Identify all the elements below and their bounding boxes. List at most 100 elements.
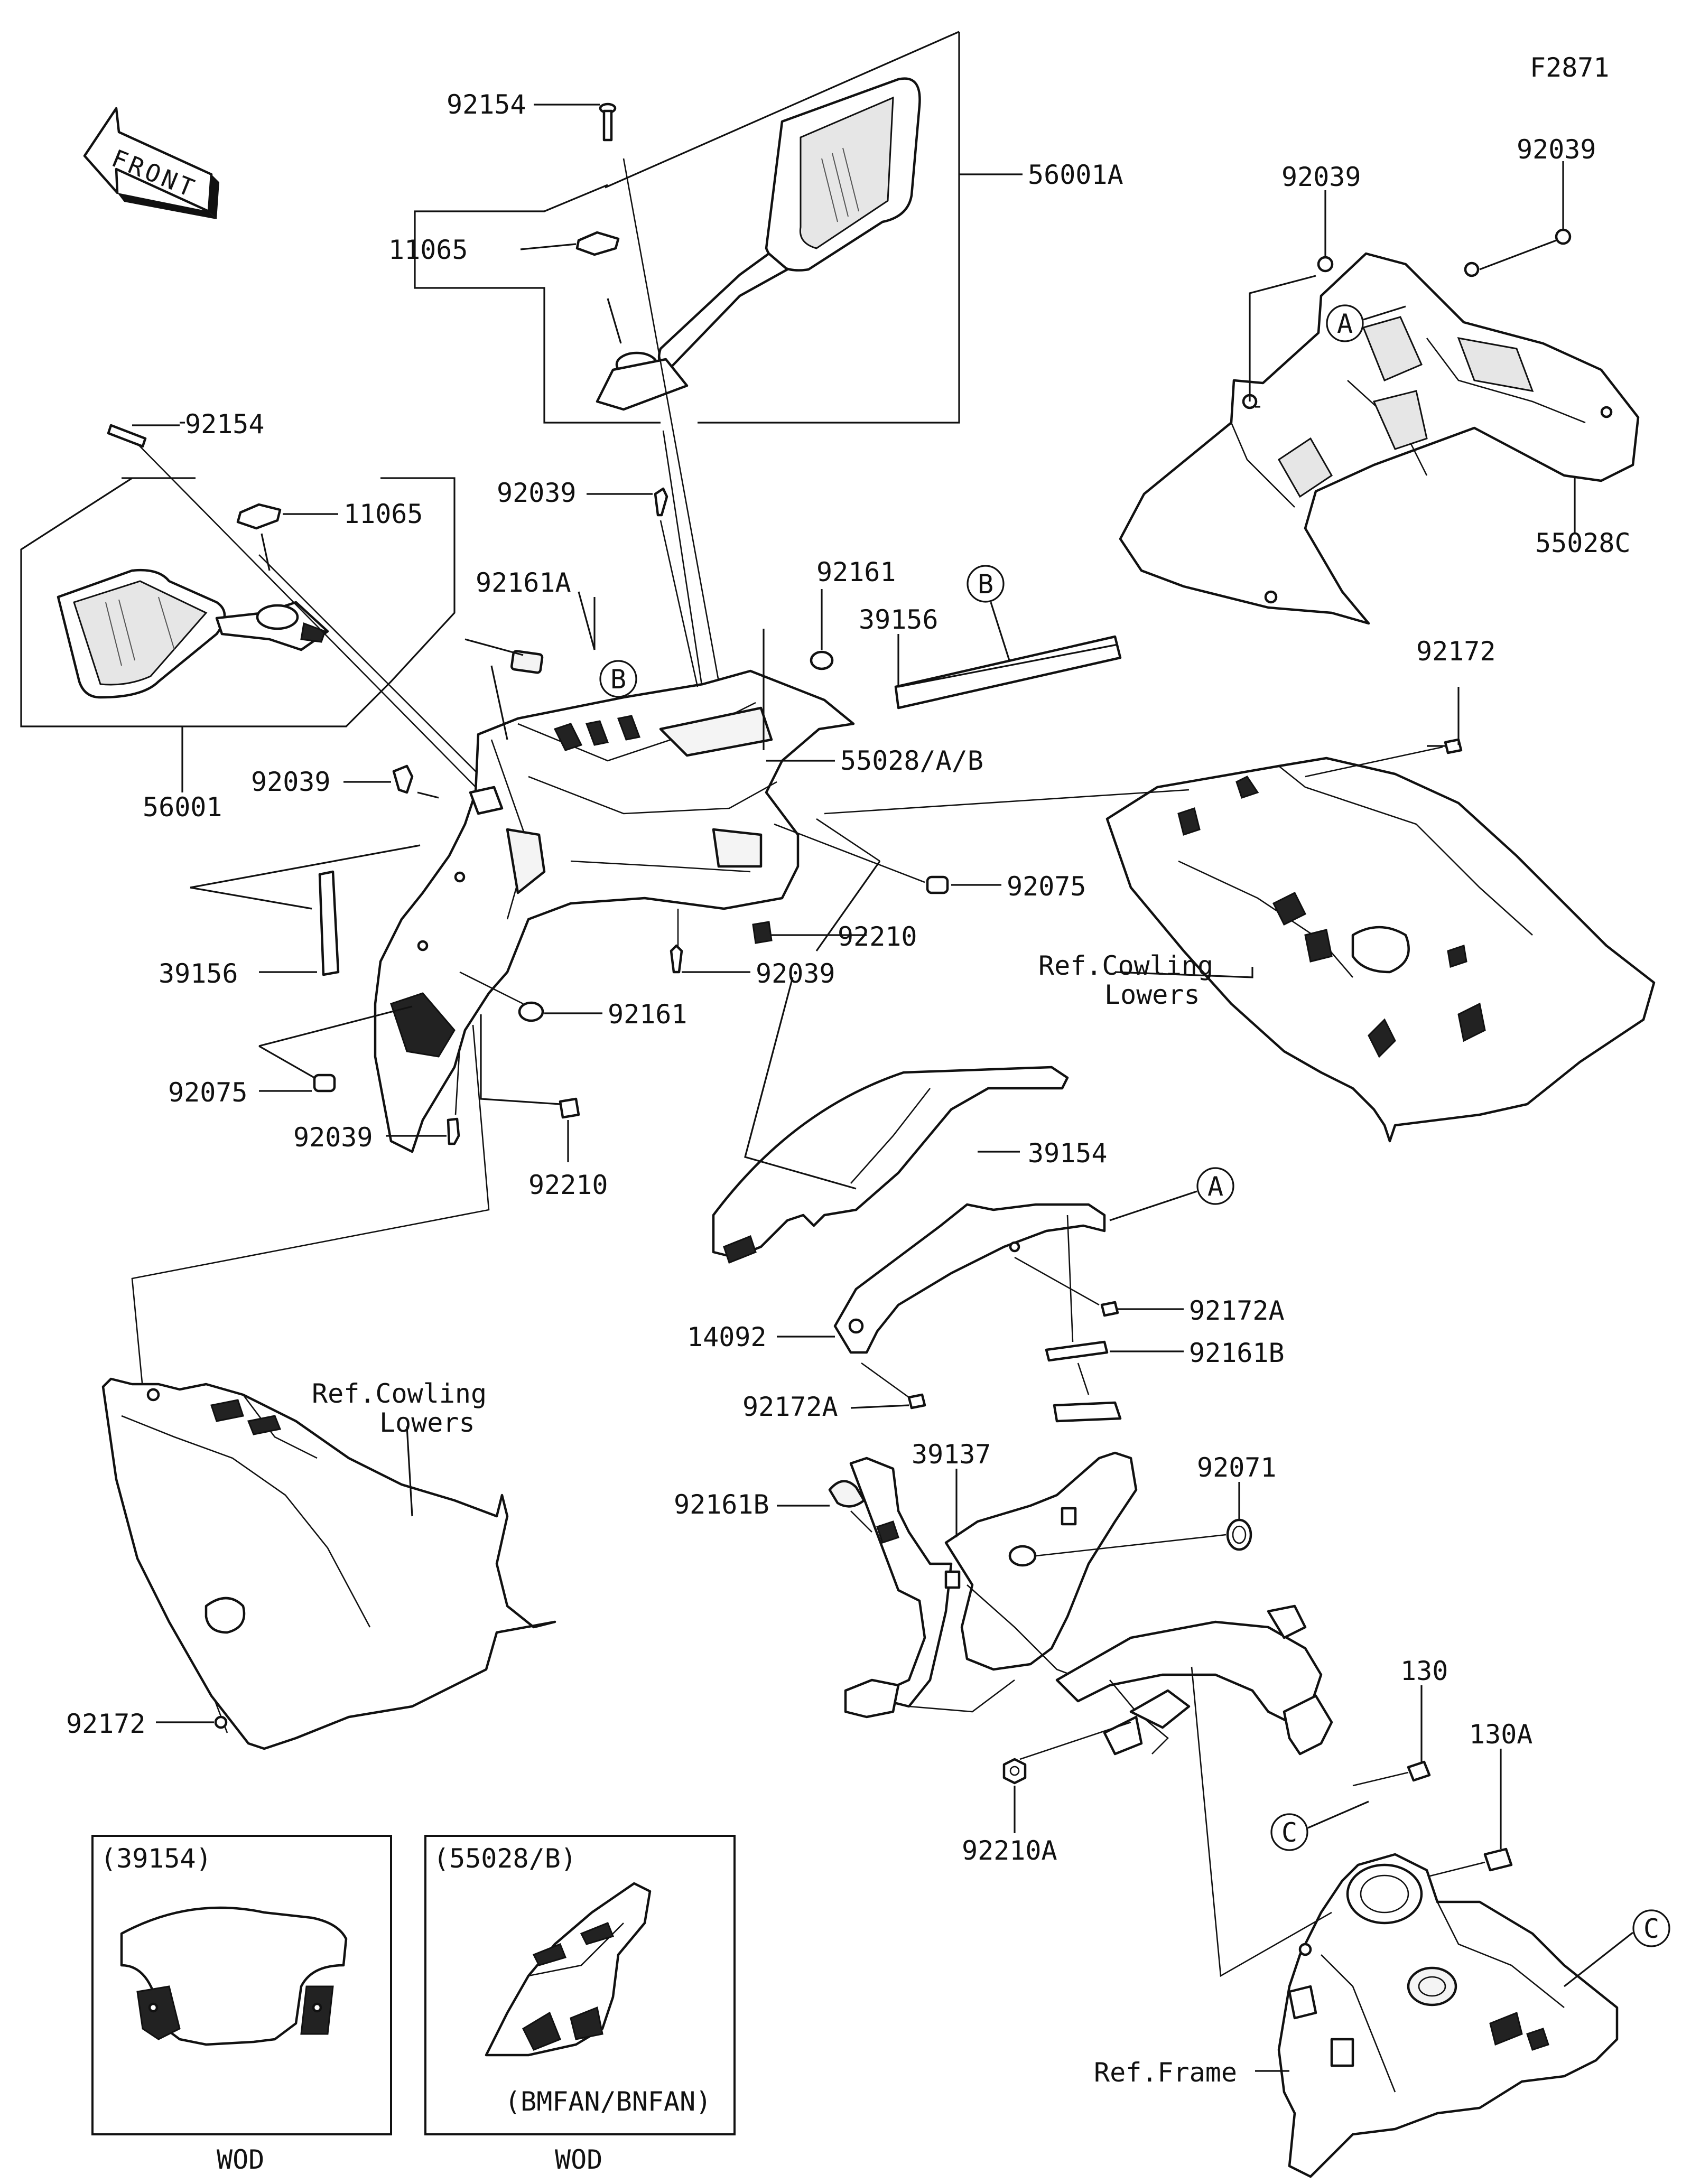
spacer-92075-left	[258, 1005, 413, 1093]
screw-92039-d	[343, 764, 439, 799]
grommet-92161-mid	[459, 971, 602, 1022]
label-39156-top: 39156	[859, 604, 939, 635]
label-55028C: 55028C	[1535, 528, 1631, 558]
screw-92172-top	[1305, 687, 1463, 778]
nut-92210-left	[480, 1014, 580, 1162]
inset-55028B-header: (55028/B)	[433, 1843, 577, 1874]
screw-92039-b	[1479, 161, 1572, 270]
marker-C-left: C	[1270, 1800, 1369, 1851]
inset-39154-footer: WOD	[217, 2144, 264, 2175]
label-92172A-a: 92172A	[1189, 1295, 1285, 1326]
marker-B-top: B	[967, 565, 1010, 661]
grommet-92161B-b	[777, 1480, 872, 1533]
label-92161B-a: 92161B	[1189, 1338, 1285, 1368]
marker-A-top: A	[1326, 304, 1406, 342]
bolt-130A	[1421, 1749, 1513, 1879]
mirror-56001A	[414, 31, 960, 424]
bolt-92172A-b	[850, 1362, 926, 1410]
grommet-92071	[1035, 1482, 1252, 1557]
windscreen-39154	[712, 1066, 1069, 1264]
inset-39154-header: (39154)	[100, 1843, 212, 1874]
grommet-92161-top	[810, 589, 834, 670]
inset-55028B-note: (BMFAN/BNFAN)	[505, 2086, 711, 2117]
strip-39156-left	[190, 844, 421, 976]
inset-55028B-footer: WOD	[555, 2144, 602, 2175]
label-39137: 39137	[912, 1439, 991, 1470]
label-92172A-b: 92172A	[742, 1392, 838, 1422]
svg-text:B: B	[610, 664, 626, 695]
part-55028C	[1119, 252, 1640, 625]
marker-A-mid: A	[1109, 1167, 1234, 1221]
bolt-92154-left	[107, 424, 180, 448]
label-92210A: 92210A	[962, 1835, 1057, 1866]
label-ref-cowling-left-1: Ref.Cowling	[312, 1378, 487, 1409]
bolt-92172A-a	[1014, 1256, 1184, 1317]
label-92039-a: 92039	[1281, 162, 1361, 192]
label-92172-bottom: 92172	[66, 1709, 146, 1739]
washer-11065-left	[236, 503, 338, 530]
screw-92039-a	[1317, 190, 1334, 273]
label-92210-mid: 92210	[838, 921, 917, 952]
stay-39137	[844, 1401, 1333, 1756]
svg-text:C: C	[1643, 1914, 1659, 1944]
label-130: 130	[1400, 1656, 1448, 1686]
washer-11065-top	[520, 231, 620, 256]
label-92154-left: 92154	[185, 409, 265, 440]
label-92039-e: 92039	[756, 958, 835, 989]
label-92161-mid: 92161	[608, 999, 687, 1030]
inset-55028B: (55028/B) (BMFAN/BNFAN) WOD	[424, 1835, 736, 2175]
strip-39156-top	[894, 634, 1122, 710]
svg-text:A: A	[1337, 309, 1353, 339]
label-92161-top: 92161	[816, 557, 896, 587]
label-130A: 130A	[1469, 1719, 1532, 1750]
label-ref-cowling-left-2: Lowers	[379, 1407, 475, 1438]
label-11065-left: 11065	[343, 499, 423, 529]
label-92161A: 92161A	[476, 567, 571, 598]
bolt-92154-top	[534, 102, 617, 142]
label-92039-d: 92039	[251, 767, 331, 797]
marker-C-right: C	[1564, 1909, 1670, 1987]
label-92075-left: 92075	[168, 1077, 248, 1108]
grommet-92161B-a	[1045, 1215, 1184, 1395]
label-ref-frame: Ref.Frame	[1094, 2057, 1237, 2088]
screw-92039-e	[670, 909, 750, 974]
label-92039-b: 92039	[1517, 134, 1596, 165]
svg-text:C: C	[1281, 1817, 1297, 1848]
label-92172-top: 92172	[1416, 636, 1496, 667]
nut-92210A	[1002, 1721, 1131, 1833]
label-92075-right: 92075	[1007, 871, 1086, 902]
label-55028AB: 55028/A/B	[840, 745, 983, 776]
label-ref-cowling-right-1: Ref.Cowling	[1038, 950, 1213, 981]
label-11065-top: 11065	[388, 235, 468, 265]
screw-92039-f	[386, 1046, 461, 1145]
label-14092: 14092	[687, 1322, 767, 1352]
label-39156-left: 39156	[159, 958, 238, 989]
label-56001A: 56001A	[1028, 160, 1123, 190]
ref-cowling-lowers-right	[1105, 757, 1656, 1143]
mirror-56001	[20, 477, 456, 727]
label-92154-top: 92154	[447, 89, 526, 120]
front-arrow-icon: FRONT	[83, 107, 219, 219]
label-92039-f: 92039	[293, 1122, 373, 1153]
clip-92161A	[464, 591, 596, 740]
figure-code: F2871	[1530, 52, 1610, 83]
spacer-92075-right	[774, 823, 1001, 894]
svg-text:A: A	[1207, 1171, 1223, 1202]
grommet-92161-cowl	[469, 786, 504, 815]
label-92161B-b: 92161B	[674, 1489, 769, 1520]
marker-B-mid: B	[599, 660, 637, 698]
label-92071: 92071	[1197, 1452, 1277, 1483]
screw-92172-bottom	[156, 1715, 228, 1729]
bolt-130	[1352, 1685, 1431, 1787]
label-ref-cowling-right-2: Lowers	[1104, 979, 1200, 1010]
label-92210-left: 92210	[528, 1170, 608, 1200]
inset-39154: (39154) WOD	[91, 1835, 392, 2175]
ref-frame	[1277, 1853, 1619, 2178]
ref-cowling-lowers-left	[101, 1377, 556, 1750]
label-56001: 56001	[143, 792, 222, 823]
label-92039-c: 92039	[497, 478, 577, 508]
nut-92210-mid	[752, 861, 881, 951]
screw-92039-c	[587, 487, 699, 687]
bracket-14092	[833, 1203, 1106, 1354]
